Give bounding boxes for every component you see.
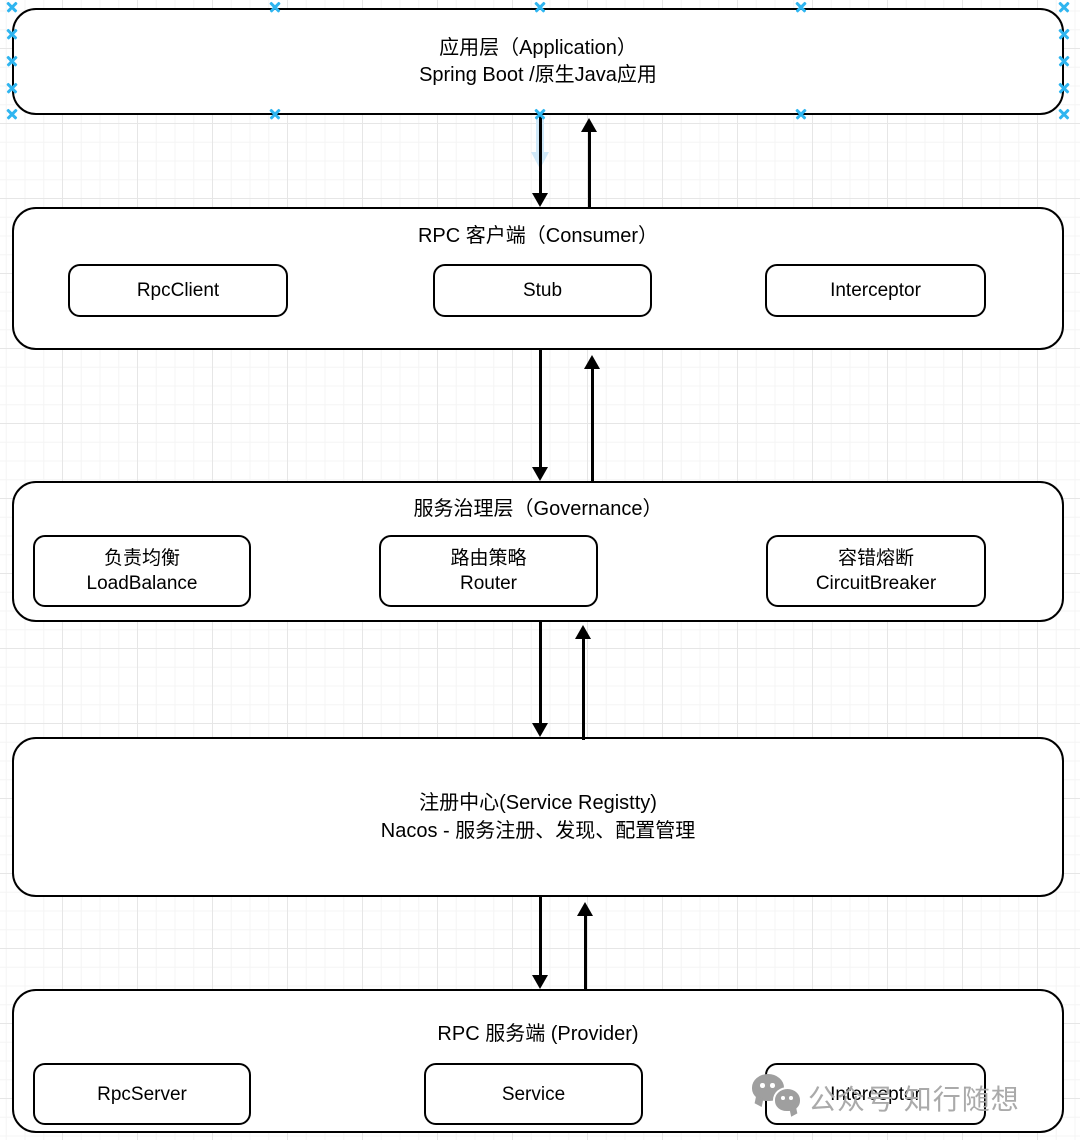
circuitbreaker-label-en: CircuitBreaker [815,573,937,594]
provider-interceptor-box[interactable]: Interceptor [765,1063,986,1125]
loadbalance-label-cn: 负责均衡 [103,548,180,569]
registry-layer-subtitle: Nacos - 服务注册、发现、配置管理 [380,820,696,842]
connection-point-marker[interactable] [534,1,546,13]
arrow-consumer-to-app[interactable] [581,118,597,207]
connection-point-marker[interactable] [1058,82,1070,94]
rpcclient-label: RpcClient [136,280,220,301]
connection-point-marker[interactable] [795,108,807,120]
connection-point-marker[interactable] [1058,55,1070,67]
provider-layer-title: RPC 服务端 (Provider) [437,1023,639,1045]
arrow-app-to-consumer[interactable] [532,115,548,207]
application-layer-box[interactable]: 应用层（Application） Spring Boot /原生Java应用 [12,8,1064,115]
connection-point-marker[interactable] [1058,108,1070,120]
circuitbreaker-box[interactable]: 容错熔断 CircuitBreaker [766,535,986,607]
provider-layer-box[interactable]: RPC 服务端 (Provider) RpcServer Service Int… [12,989,1064,1133]
connection-point-marker[interactable] [6,28,18,40]
router-label-cn: 路由策略 [450,548,527,569]
arrow-registry-to-governance[interactable] [575,625,591,740]
registry-layer-title: 注册中心(Service Registty) [419,792,657,814]
connection-point-marker[interactable] [534,108,546,120]
arrow-governance-to-consumer[interactable] [584,355,600,481]
connection-point-marker[interactable] [6,55,18,67]
wechat-icon [752,1072,806,1120]
stub-label: Stub [522,280,563,301]
connection-point-marker[interactable] [6,82,18,94]
connection-point-marker[interactable] [1058,28,1070,40]
router-box[interactable]: 路由策略 Router [379,535,598,607]
arrow-governance-to-registry[interactable] [532,622,548,737]
connection-point-marker[interactable] [269,108,281,120]
rpcclient-box[interactable]: RpcClient [68,264,288,317]
governance-layer-box[interactable]: 服务治理层（Governance） 负责均衡 LoadBalance 路由策略 … [12,481,1064,622]
connection-point-marker[interactable] [6,1,18,13]
connection-point-marker[interactable] [795,1,807,13]
connection-point-marker[interactable] [6,108,18,120]
router-label-en: Router [459,573,518,594]
loadbalance-label-en: LoadBalance [86,573,198,594]
loadbalance-box[interactable]: 负责均衡 LoadBalance [33,535,251,607]
governance-layer-title: 服务治理层（Governance） [413,498,663,520]
stub-box[interactable]: Stub [433,264,652,317]
circuitbreaker-label-cn: 容错熔断 [837,548,914,569]
arrow-registry-to-provider[interactable] [532,897,548,989]
rpcserver-box[interactable]: RpcServer [33,1063,251,1125]
application-layer-subtitle: Spring Boot /原生Java应用 [419,63,657,86]
provider-interceptor-label: Interceptor [830,1083,921,1105]
consumer-interceptor-label: Interceptor [830,280,921,301]
arrow-consumer-to-governance[interactable] [532,350,548,481]
rpcserver-label: RpcServer [97,1083,187,1105]
application-layer-title: 应用层（Application） [439,36,637,59]
arrow-provider-to-registry[interactable] [577,902,593,989]
registry-layer-box[interactable]: 注册中心(Service Registty) Nacos - 服务注册、发现、配… [12,737,1064,897]
consumer-interceptor-box[interactable]: Interceptor [765,264,986,317]
consumer-layer-box[interactable]: RPC 客户端（Consumer） RpcClient Stub Interce… [12,207,1064,350]
connection-point-marker[interactable] [269,1,281,13]
consumer-layer-title: RPC 客户端（Consumer） [417,225,659,247]
service-box[interactable]: Service [424,1063,643,1125]
watermark-text: 公众号 知行随想 [808,1084,1020,1115]
service-label: Service [501,1083,566,1105]
connection-point-marker[interactable] [1058,1,1070,13]
